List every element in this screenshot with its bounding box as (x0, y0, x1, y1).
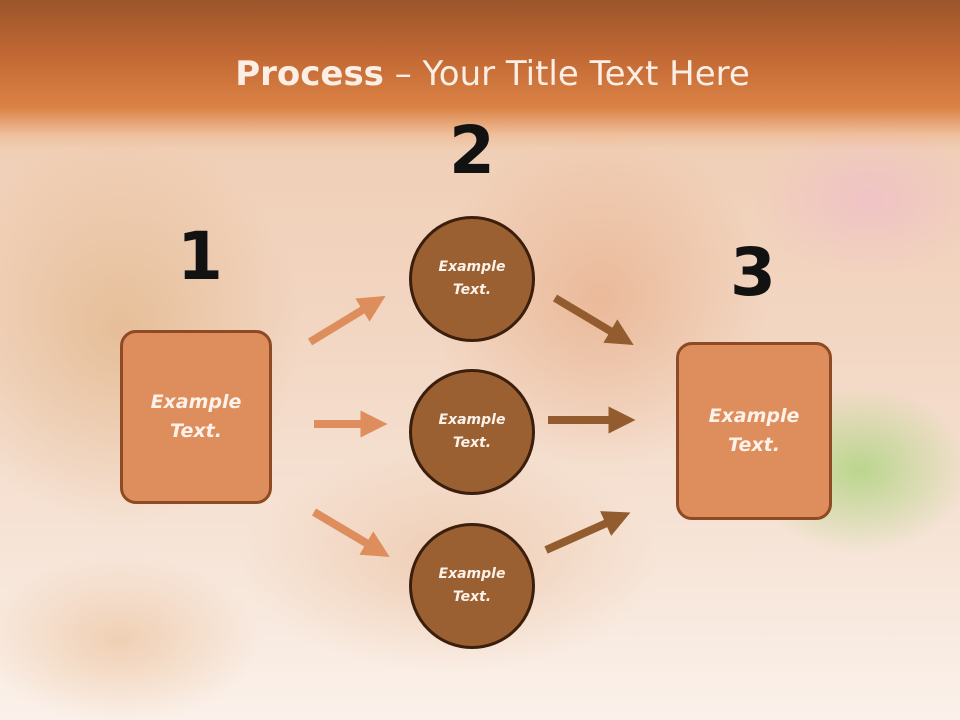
title-bold: Process (235, 54, 384, 94)
step-2-circle-top[interactable]: Example Text. (409, 216, 535, 342)
slide-title[interactable]: Process – Your Title Text Here (0, 52, 960, 96)
arrow-1-to-2a (307, 295, 386, 346)
step-1-box[interactable]: Example Text. (120, 330, 272, 504)
step-3-box[interactable]: Example Text. (676, 342, 832, 520)
step-number-1: 1 (177, 218, 223, 295)
step-number-3: 3 (730, 234, 776, 311)
arrow-2a-to-3 (552, 294, 634, 345)
step-1-text: Example Text. (150, 391, 242, 442)
title-banner (0, 0, 960, 150)
step-2-circle-bottom[interactable]: Example Text. (409, 523, 535, 649)
title-rest: – Your Title Text Here (383, 54, 750, 94)
step-2-circle-middle[interactable]: Example Text. (409, 369, 535, 495)
step-2-text-middle: Example Text. (438, 412, 506, 451)
arrow-1-to-2c (311, 508, 390, 557)
step-3-text: Example Text. (708, 405, 800, 456)
arrow-2c-to-3 (544, 511, 631, 554)
step-2-text-bottom: Example Text. (438, 566, 506, 605)
step-number-2: 2 (449, 112, 495, 189)
step-2-text-top: Example Text. (438, 259, 506, 298)
